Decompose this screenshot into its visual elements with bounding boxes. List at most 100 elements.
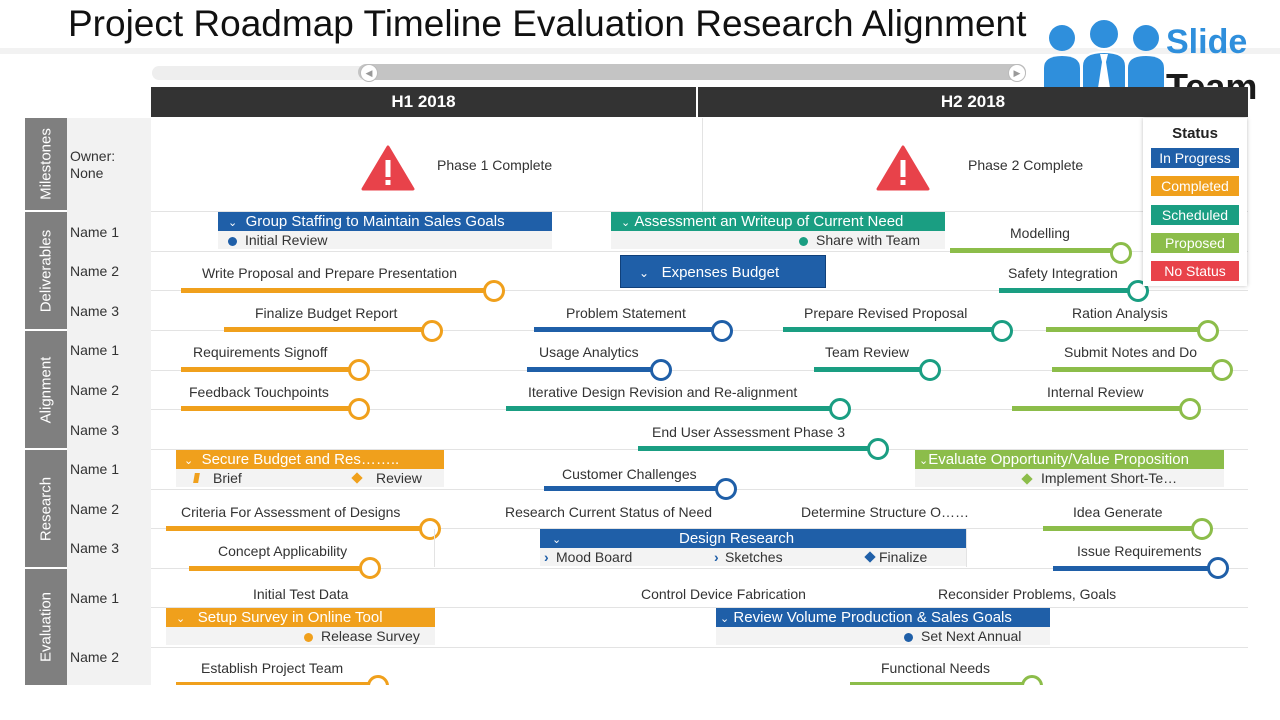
milestone-node[interactable] xyxy=(919,359,941,381)
subtask-row-design: › Mood Board › Sketches Finalize xyxy=(540,548,966,566)
row-name: Name 1 xyxy=(70,224,120,240)
chevron-down-icon[interactable]: ⌄ xyxy=(552,534,562,546)
task-label: Concept Applicability xyxy=(218,543,348,559)
chevron-down-icon[interactable]: ⌄ xyxy=(720,613,730,625)
chevron-down-icon[interactable]: ⌄ xyxy=(176,613,186,625)
task-label: Modelling xyxy=(1010,225,1070,241)
task-bar xyxy=(783,327,997,332)
task-bar xyxy=(176,682,372,687)
chevron-down-icon[interactable]: ⌄ xyxy=(228,217,238,229)
task-box-group-staffing[interactable]: ⌄ Group Staffing to Maintain Sales Goals xyxy=(218,212,552,231)
row-name: Name 2 xyxy=(70,649,120,665)
task-bar xyxy=(534,327,718,332)
design-research-label: Design Research xyxy=(679,530,795,547)
legend-completed: Completed xyxy=(1151,176,1239,196)
owner-value: None xyxy=(70,165,104,181)
task-label: Research Current Status of Need xyxy=(505,504,712,520)
subtask-brief: Brief xyxy=(213,470,242,486)
milestone-node[interactable] xyxy=(359,557,381,579)
task-bar xyxy=(166,526,426,531)
milestone-node[interactable] xyxy=(650,359,672,381)
task-label: Problem Statement xyxy=(566,305,686,321)
row-divider xyxy=(151,290,1248,291)
milestone-node[interactable] xyxy=(867,438,889,460)
diamond-icon xyxy=(1021,473,1033,485)
milestone-node[interactable] xyxy=(715,478,737,500)
task-label: Determine Structure O…… xyxy=(801,504,970,520)
milestone-node[interactable] xyxy=(1191,518,1213,540)
milestone-node[interactable] xyxy=(1197,320,1219,342)
subtask-share-team: Share with Team xyxy=(611,231,945,249)
milestone-node[interactable] xyxy=(991,320,1013,342)
row-divider xyxy=(151,211,1248,212)
row-divider xyxy=(151,528,1248,529)
task-box-design-research[interactable]: ⌄ Design Research xyxy=(540,529,966,548)
milestone-node[interactable] xyxy=(348,359,370,381)
task-label: Requirements Signoff xyxy=(193,344,328,360)
milestone-node[interactable] xyxy=(1207,557,1229,579)
group-evaluation: Evaluation xyxy=(25,569,67,685)
task-box-evaluate-opportunity[interactable]: ⌄Evaluate Opportunity/Value Proposition xyxy=(915,450,1224,469)
row-name: Name 1 xyxy=(70,590,120,606)
subtask-row-brief-review: Brief Review xyxy=(176,469,444,487)
scroll-left-icon[interactable]: ◀ xyxy=(360,64,378,82)
milestone-node[interactable] xyxy=(348,398,370,420)
row-name: Name 1 xyxy=(70,342,120,358)
chevron-down-icon[interactable]: ⌄ xyxy=(639,266,650,280)
warning-icon[interactable] xyxy=(361,144,415,192)
subtask-review: Review xyxy=(376,470,422,486)
bar-marker-icon xyxy=(193,473,200,483)
scroll-right-icon[interactable]: ▶ xyxy=(1008,64,1026,82)
task-label: Iterative Design Revision and Re-alignme… xyxy=(528,384,798,400)
page-title: Project Roadmap Timeline Evaluation Rese… xyxy=(68,3,1027,44)
bullet-dot-icon xyxy=(904,632,913,642)
task-label: Safety Integration xyxy=(1008,265,1118,281)
task-label: End User Assessment Phase 3 xyxy=(652,424,845,440)
row-divider xyxy=(151,607,1248,608)
task-box-expenses-budget[interactable]: ⌄ Expenses Budget xyxy=(620,255,826,288)
task-bar xyxy=(181,406,355,411)
milestone-node[interactable] xyxy=(421,320,443,342)
task-bar xyxy=(506,406,836,411)
milestone-node[interactable] xyxy=(711,320,733,342)
task-box-setup-survey[interactable]: ⌄ Setup Survey in Online Tool xyxy=(166,608,435,627)
row-divider xyxy=(151,647,1248,648)
task-label: Customer Challenges xyxy=(562,466,697,482)
subtask-mood-board: Mood Board xyxy=(556,549,633,565)
period-h1: H1 2018 xyxy=(151,87,696,117)
task-label: Internal Review xyxy=(1047,384,1144,400)
subtask-initial-review: Initial Review xyxy=(218,231,552,249)
task-bar xyxy=(1053,566,1213,571)
task-bar xyxy=(999,288,1133,293)
task-bar xyxy=(1043,526,1199,531)
milestone-node[interactable] xyxy=(829,398,851,420)
timeline-scroll-thumb[interactable] xyxy=(358,64,1026,80)
task-label: Feedback Touchpoints xyxy=(189,384,329,400)
task-label: Control Device Fabrication xyxy=(641,586,806,602)
milestone-node[interactable] xyxy=(1211,359,1233,381)
milestone-node[interactable] xyxy=(1110,242,1132,264)
owner-label: Owner: xyxy=(70,148,116,164)
bullet-dot-icon xyxy=(799,236,808,246)
milestone-node[interactable] xyxy=(1179,398,1201,420)
task-box-assessment[interactable]: ⌄ Assessment an Writeup of Current Need xyxy=(611,212,945,231)
subtask-set-next-annual: Set Next Annual xyxy=(716,627,1050,645)
chevron-down-icon[interactable]: ⌄ xyxy=(621,217,631,229)
chevron-down-icon[interactable]: ⌄ xyxy=(919,455,929,467)
title-band xyxy=(0,48,1280,54)
status-legend: Status In Progress Completed Scheduled P… xyxy=(1143,118,1247,286)
task-label: Reconsider Problems, Goals xyxy=(938,586,1117,602)
task-bar xyxy=(950,248,1116,253)
task-label: Team Review xyxy=(825,344,910,360)
milestone-node[interactable] xyxy=(419,518,441,540)
row-name: Name 2 xyxy=(70,501,120,517)
task-box-review-volume[interactable]: ⌄ Review Volume Production & Sales Goals xyxy=(716,608,1050,627)
milestone-node[interactable] xyxy=(483,280,505,302)
legend-scheduled: Scheduled xyxy=(1151,205,1239,225)
row-name: Name 2 xyxy=(70,382,120,398)
group-alignment: Alignment xyxy=(25,331,67,448)
task-box-secure-budget[interactable]: ⌄ Secure Budget and Res…….. xyxy=(176,450,444,469)
task-label: Initial Test Data xyxy=(253,586,349,602)
chevron-down-icon[interactable]: ⌄ xyxy=(184,455,194,467)
warning-icon[interactable] xyxy=(876,144,930,192)
